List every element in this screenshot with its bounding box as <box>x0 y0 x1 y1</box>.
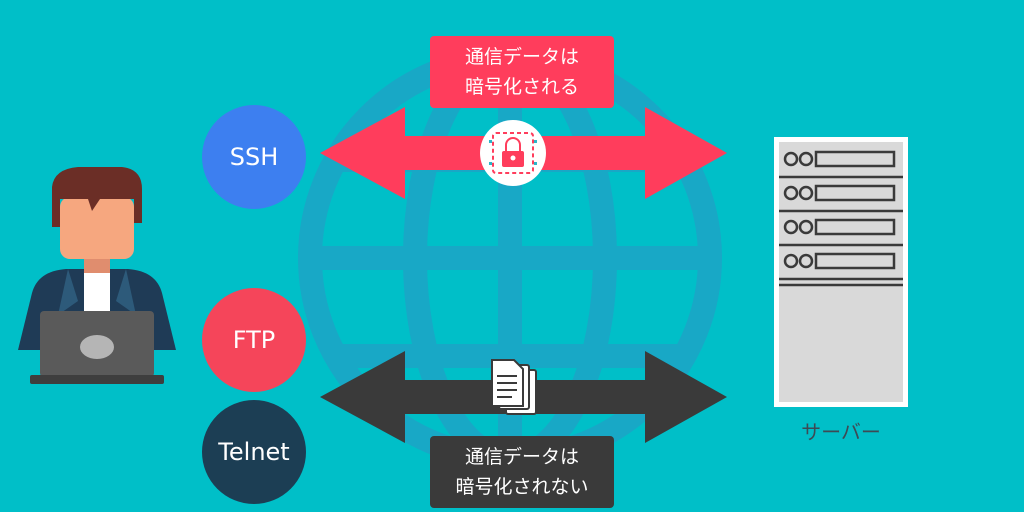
encrypted-label: 通信データは 暗号化される <box>430 36 614 108</box>
server-rack-icon <box>774 137 908 407</box>
telnet-badge: Telnet <box>202 400 306 504</box>
unencrypted-label-line1: 通信データは <box>464 446 579 468</box>
ftp-badge: FTP <box>202 288 306 392</box>
telnet-label: Telnet <box>218 438 290 466</box>
server-label: サーバー <box>801 420 881 444</box>
unencrypted-label-line2: 暗号化されない <box>455 476 589 498</box>
ssh-badge: SSH <box>202 105 306 209</box>
encrypted-label-line1: 通信データは <box>464 46 579 68</box>
ftp-label: FTP <box>232 326 276 354</box>
user-laptop-icon <box>18 167 176 384</box>
padlock-icon <box>480 120 546 186</box>
ssh-label: SSH <box>229 143 279 171</box>
encrypted-label-line2: 暗号化される <box>464 76 579 98</box>
unencrypted-label: 通信データは 暗号化されない <box>430 436 614 508</box>
documents-icon <box>491 359 537 415</box>
